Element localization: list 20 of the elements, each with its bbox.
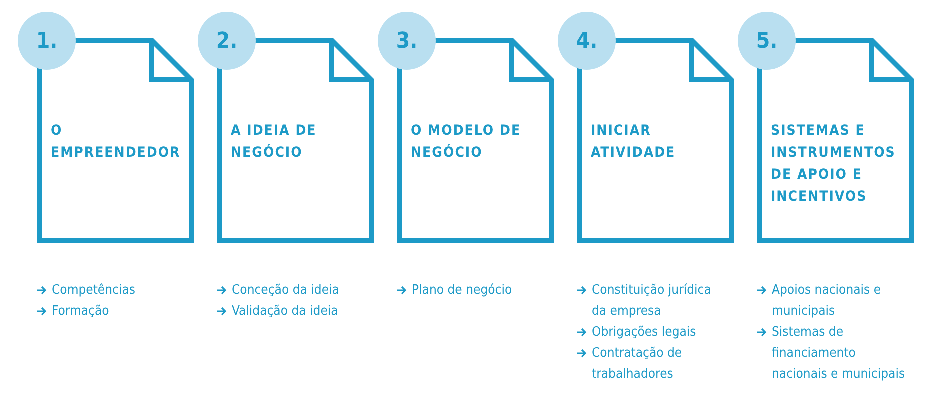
number-circle: 1. (18, 12, 76, 70)
step-title: SISTEMAS E INSTRUMENTOS DE APOIO E INCENTIVOS (771, 122, 897, 207)
step-title: A IDEIA DE NEGÓCIO (231, 122, 318, 163)
list-item: Constituição jurídica da empresa (592, 282, 712, 321)
list-item: Formação (52, 303, 110, 321)
number-circle: 3. (378, 12, 436, 70)
list-item: Conceção da ideia (232, 282, 340, 300)
list-item: Apoios nacionais e municipais (772, 282, 882, 321)
list-item: Validação da ideia (232, 303, 338, 321)
step-title: O MODELO DE NEGÓCIO (411, 122, 522, 163)
number-circle: 4. (558, 12, 616, 70)
number-circle: 2. (198, 12, 256, 70)
list-item: Sistemas de financiamento nacionais e municipais (772, 324, 906, 384)
list-item: Contratação de trabalhadores (592, 345, 684, 384)
list-item: Competências (52, 282, 136, 300)
number-circle: 5. (738, 12, 796, 70)
step-title: O EMPREENDEDOR (51, 122, 182, 163)
list-item: Plano de negócio (412, 282, 512, 300)
list-item: Obrigações legais (592, 324, 696, 342)
step-title: INICIAR ATIVIDADE (591, 122, 677, 163)
